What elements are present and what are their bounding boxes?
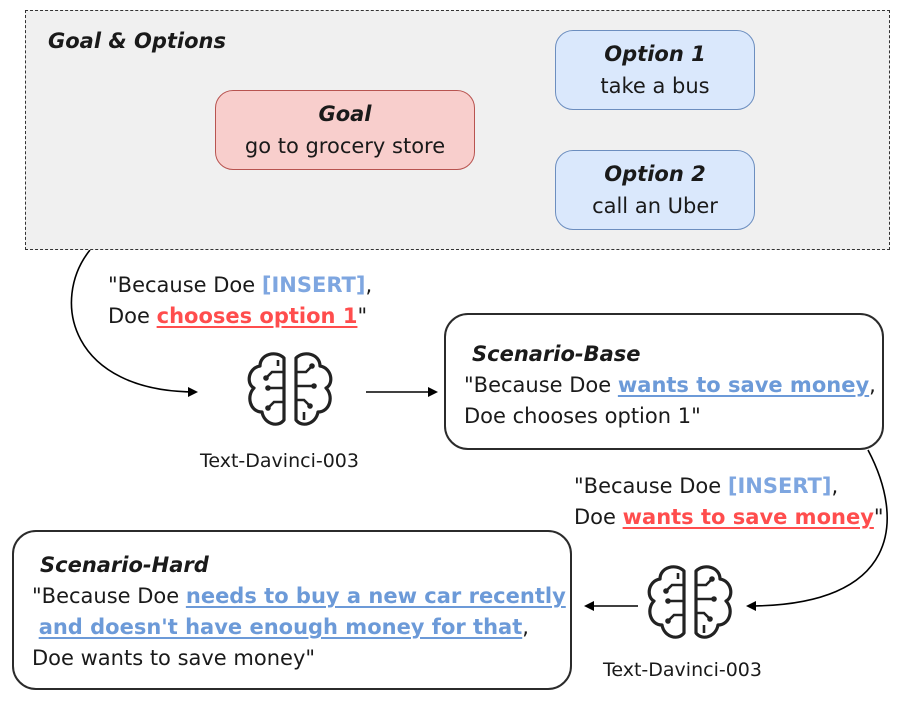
scenario-base-comma: ,: [869, 373, 876, 397]
prompt-1-close-quote: ": [357, 304, 368, 328]
scenario-base-box: Scenario-Base "Because Doe wants to save…: [444, 313, 884, 450]
option-1-title: Option 1: [604, 42, 706, 66]
prompt-template-1: "Because Doe [INSERT], Doe chooses optio…: [108, 270, 372, 332]
insert-token: [INSERT]: [261, 273, 366, 297]
scenario-hard-highlight-1: needs to buy a new car recently: [185, 584, 566, 608]
option-1-text: take a bus: [600, 74, 710, 98]
goal-node: Goal go to grocery store: [215, 90, 475, 170]
prompt-2-close-quote: ": [873, 505, 884, 529]
scenario-hard-line3: Doe wants to save money": [32, 646, 316, 670]
option-1-node: Option 1 take a bus: [555, 30, 755, 110]
prompt-2-highlight: wants to save money: [622, 505, 874, 529]
scenario-base-line2: Doe chooses option 1": [464, 404, 701, 428]
panel-to-model1-arrow: [70, 249, 198, 397]
prompt-1-comma: ,: [365, 273, 373, 297]
prompt-template-2: "Because Doe [INSERT], Doe wants to save…: [574, 471, 884, 533]
prompt-1-line2-prefix: Doe: [108, 304, 157, 328]
prompt-1-prefix: "Because Doe: [108, 273, 262, 297]
option-2-title: Option 2: [604, 162, 706, 186]
scenario-base-prefix: "Because Doe: [464, 373, 618, 397]
ai-brain-circuit-icon: [247, 352, 333, 426]
insert-token: [INSERT]: [727, 474, 832, 498]
prompt-2-comma: ,: [831, 474, 839, 498]
scenario-base-highlight: wants to save money: [617, 373, 870, 397]
goal-text: go to grocery store: [244, 134, 446, 158]
scenario-base-to-model2-arrow: [746, 449, 888, 611]
goal-title: Goal: [318, 102, 372, 126]
panel-title: Goal & Options: [48, 29, 226, 53]
prompt-2-line2-prefix: Doe: [574, 505, 623, 529]
model-label: Text-Davinci-003: [603, 659, 762, 681]
scenario-hard-comma: ,: [522, 615, 529, 639]
prompt-2-prefix: "Because Doe: [574, 474, 728, 498]
scenario-hard-title: Scenario-Hard: [40, 553, 209, 577]
scenario-base-title: Scenario-Base: [472, 342, 641, 366]
option-2-text: call an Uber: [592, 194, 718, 218]
scenario-hard-highlight-2: and doesn't have enough money for that: [38, 615, 523, 639]
scenario-hard-box: Scenario-Hard "Because Doe needs to buy …: [12, 530, 572, 690]
model-label: Text-Davinci-003: [200, 450, 359, 472]
option-2-node: Option 2 call an Uber: [555, 150, 755, 230]
ai-brain-circuit-icon: [647, 565, 733, 639]
scenario-hard-prefix: "Because Doe: [32, 584, 186, 608]
prompt-1-highlight: chooses option 1: [156, 304, 358, 328]
